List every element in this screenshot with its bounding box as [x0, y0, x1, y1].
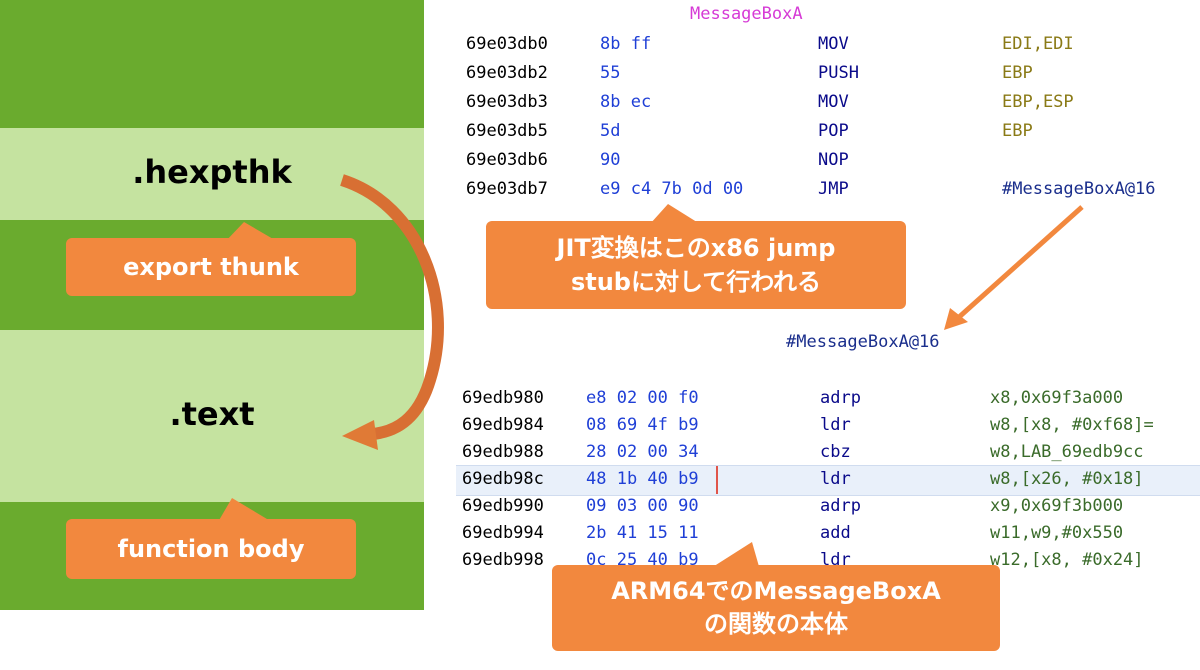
address: 69e03db5 [466, 121, 548, 141]
address: 69e03db6 [466, 150, 548, 170]
hexpthk-label: .hexpthk [132, 153, 292, 191]
arm-listing: 69edb980 e8 02 00 f0 adrp x8,0x69f3a000 … [462, 384, 1200, 584]
address: 69e03db7 [466, 179, 548, 199]
mnemonic: ldr [820, 469, 851, 489]
text-section [0, 330, 424, 502]
operands: w8,[x26, #0x18] [990, 469, 1144, 489]
address: 69edb980 [462, 388, 544, 408]
function-body-pointer [218, 498, 272, 522]
address: 69e03db2 [466, 63, 548, 83]
bytes: e8 02 00 f0 [586, 388, 699, 408]
address: 69edb984 [462, 415, 544, 435]
function-body-text: function body [117, 535, 305, 563]
mnemonic: MOV [818, 34, 849, 54]
text-cursor [716, 466, 718, 494]
jit-callout-line1: JIT変換はこのx86 jump [556, 234, 836, 262]
mnemonic: NOP [818, 150, 849, 170]
mnemonic: POP [818, 121, 849, 141]
address: 69e03db3 [466, 92, 548, 112]
thunk-to-body-arrowhead [342, 420, 378, 450]
function-body-callout: function body [66, 519, 356, 579]
mnemonic: adrp [820, 388, 861, 408]
mnemonic: MOV [818, 92, 849, 112]
address: 69edb998 [462, 550, 544, 570]
arm-function-title: #MessageBoxA@16 [786, 332, 940, 352]
operands: EBP,ESP [1002, 92, 1074, 112]
operands: x9,0x69f3b000 [990, 496, 1124, 516]
x86-function-title: MessageBoxA [690, 4, 803, 24]
bytes: 90 [600, 150, 621, 170]
bytes: 8b ff [600, 34, 652, 54]
arm-callout: ARM64でのMessageBoxA の関数の本体 [552, 565, 1000, 651]
bytes: e9 c4 7b 0d 00 [600, 179, 744, 199]
export-thunk-text: export thunk [123, 253, 299, 281]
address: 69edb98c [462, 469, 544, 489]
text-label: .text [169, 395, 255, 433]
arm-callout-pointer [708, 542, 760, 570]
operands: EDI,EDI [1002, 34, 1074, 54]
operands: #MessageBoxA@16 [1002, 179, 1156, 199]
address: 69edb990 [462, 496, 544, 516]
jmp-target-arrow [956, 205, 1084, 320]
bytes: 48 1b 40 b9 [586, 469, 699, 489]
mnemonic: PUSH [818, 63, 859, 83]
operands: EBP [1002, 121, 1033, 141]
bytes: 09 03 00 90 [586, 496, 699, 516]
export-thunk-callout: export thunk [66, 238, 356, 296]
export-thunk-pointer [224, 222, 280, 243]
bytes: 2b 41 15 11 [586, 523, 699, 543]
jit-callout-line2: stubに対して行われる [570, 268, 822, 296]
operands: w8,LAB_69edb9cc [990, 442, 1144, 462]
section-band-top [0, 0, 424, 128]
thunk-to-body-arrow [340, 174, 444, 440]
bytes: 08 69 4f b9 [586, 415, 699, 435]
mnemonic: adrp [820, 496, 861, 516]
jmp-target-arrowhead [944, 308, 968, 330]
bytes: 28 02 00 34 [586, 442, 699, 462]
selected-row-highlight [456, 465, 1200, 496]
bytes: 5d [600, 121, 621, 141]
arm-callout-line2: の関数の本体 [704, 610, 848, 638]
mnemonic: ldr [820, 415, 851, 435]
address: 69e03db0 [466, 34, 548, 54]
bytes: 55 [600, 63, 621, 83]
address: 69edb994 [462, 523, 544, 543]
bytes: 8b ec [600, 92, 652, 112]
address: 69edb988 [462, 442, 544, 462]
operands: x8,0x69f3a000 [990, 388, 1124, 408]
mnemonic: JMP [818, 179, 849, 199]
x86-listing: 69e03db0 8b ff MOV EDI,EDI 69e03db2 55 P… [466, 30, 1200, 210]
mnemonic: add [820, 523, 851, 543]
operands: w12,[x8, #0x24] [990, 550, 1144, 570]
hexpthk-section [0, 128, 424, 220]
mnemonic: cbz [820, 442, 851, 462]
arm-callout-line1: ARM64でのMessageBoxA [611, 577, 941, 605]
operands: w11,w9,#0x550 [990, 523, 1124, 543]
jit-callout-pointer [650, 204, 700, 224]
operands: EBP [1002, 63, 1033, 83]
jit-callout: JIT変換はこのx86 jump stubに対して行われる [486, 221, 906, 309]
operands: w8,[x8, #0xf68]= [990, 415, 1154, 435]
